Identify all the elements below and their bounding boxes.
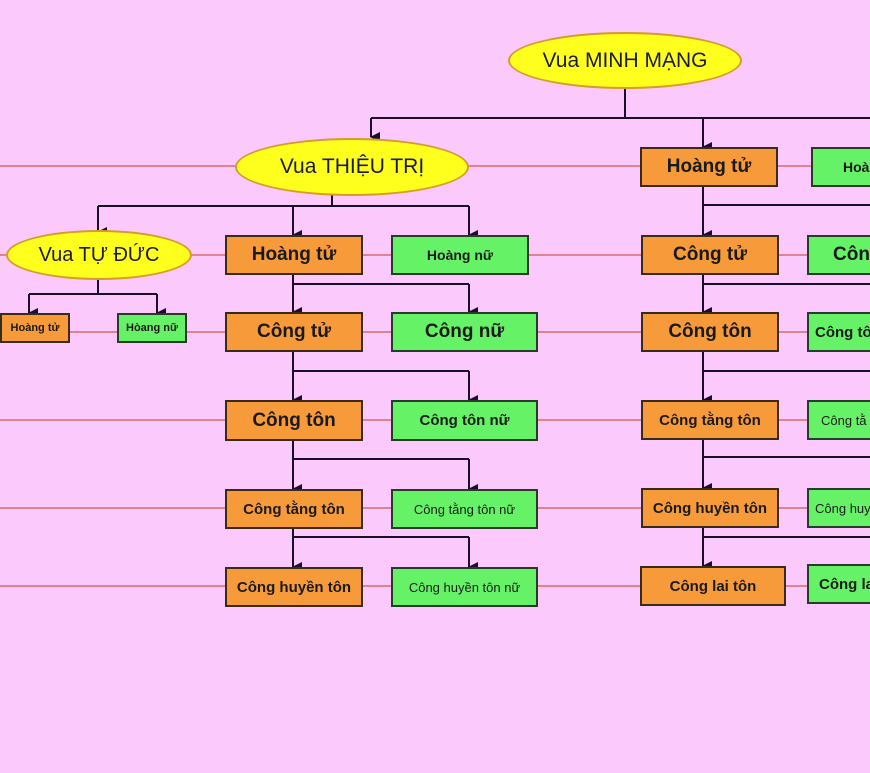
node-mm-cong-huyen-ton: Công huyền tôn	[641, 488, 779, 528]
node-vua-thieu-tri: Vua THIỆU TRỊ	[235, 138, 469, 196]
node-mm-cong-huyen-ton-nu: Công huy	[807, 488, 870, 528]
node-vua-tu-duc: Vua TỰ ĐỨC	[6, 230, 192, 280]
generation-lines	[0, 165, 812, 587]
node-mm-hoang-tu: Hoàng tử	[640, 147, 778, 187]
node-mm-cong-tang-ton: Công tằng tôn	[641, 400, 779, 440]
node-mm-cong-ton-nu: Công tô	[807, 312, 870, 352]
node-tt-cong-nu: Công nữ	[391, 312, 538, 352]
node-tu-duc-hoang-nu: Hòang nữ	[117, 313, 187, 343]
node-tt-cong-ton: Công tôn	[225, 400, 363, 441]
node-mm-cong-lai-ton: Công lai tôn	[640, 566, 786, 606]
node-tt-cong-tu: Công tử	[225, 312, 363, 352]
node-tu-duc-hoang-tu: Hoàng tử	[0, 313, 70, 343]
node-mm-cong-nu: Côn	[807, 235, 870, 275]
node-mm-cong-ton: Công tôn	[641, 312, 779, 352]
tree-lines	[28, 88, 870, 572]
node-tt-cong-tang-ton: Công tằng tôn	[225, 489, 363, 529]
node-tt-hoang-tu: Hoàng tử	[225, 235, 363, 275]
node-mm-hoang-nu: Hoà	[811, 147, 870, 187]
node-tt-cong-huyen-ton: Công huyền tôn	[225, 567, 363, 607]
node-tt-cong-huyen-ton-nu: Công huyền tôn nữ	[391, 567, 538, 607]
node-tt-hoang-nu: Hoàng nữ	[391, 235, 529, 275]
node-mm-cong-lai-ton-nu: Công la	[807, 564, 870, 604]
node-mm-cong-tang-ton-nu: Công tằ	[807, 400, 870, 440]
node-tt-cong-ton-nu: Công tôn nữ	[391, 400, 538, 441]
node-tt-cong-tang-ton-nu: Công tằng tôn nữ	[391, 489, 538, 529]
node-vua-minh-mang: Vua MINH MẠNG	[508, 32, 742, 89]
node-mm-cong-tu: Công tử	[641, 235, 779, 275]
